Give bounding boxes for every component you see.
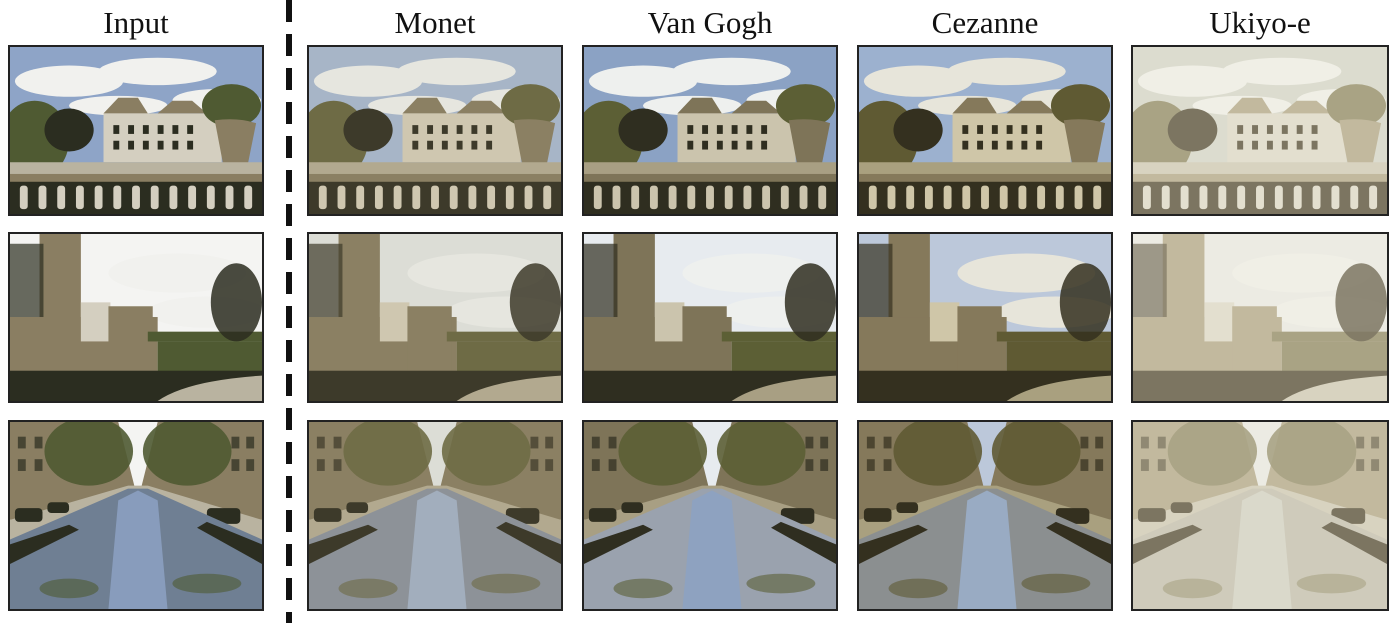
image-canal-street-cezanne-graphic — [859, 422, 1111, 609]
image-stone-ruins-monet-graphic — [309, 234, 561, 401]
image-canal-street-input-graphic — [10, 422, 262, 609]
image-canal-street-vangogh-graphic — [584, 422, 836, 609]
image-stone-ruins-cezanne — [857, 232, 1113, 403]
image-palace-garden-ukiyoe — [1131, 45, 1389, 216]
image-canal-street-monet — [307, 420, 563, 611]
image-stone-ruins-vangogh-graphic — [584, 234, 836, 401]
image-canal-street-ukiyoe-graphic — [1133, 422, 1387, 609]
column-title-monet: Monet — [394, 5, 476, 40]
image-canal-street-vangogh — [582, 420, 838, 611]
image-canal-street-cezanne — [857, 420, 1113, 611]
image-palace-garden-input — [8, 45, 264, 216]
image-palace-garden-monet — [307, 45, 563, 216]
image-palace-garden-cezanne — [857, 45, 1113, 216]
dashed-divider — [286, 0, 292, 623]
image-palace-garden-cezanne-graphic — [859, 47, 1111, 214]
image-canal-street-monet-graphic — [309, 422, 561, 609]
image-stone-ruins-ukiyoe-graphic — [1133, 234, 1387, 401]
image-stone-ruins-input — [8, 232, 264, 403]
column-title-vangogh: Van Gogh — [647, 5, 773, 40]
image-stone-ruins-ukiyoe — [1131, 232, 1389, 403]
image-palace-garden-monet-graphic — [309, 47, 561, 214]
image-stone-ruins-vangogh — [582, 232, 838, 403]
column-title-input: Input — [103, 5, 169, 40]
image-stone-ruins-cezanne-graphic — [859, 234, 1111, 401]
column-title-ukiyoe: Ukiyo-e — [1209, 5, 1311, 40]
image-canal-street-ukiyoe — [1131, 420, 1389, 611]
image-palace-garden-vangogh-graphic — [584, 47, 836, 214]
image-stone-ruins-monet — [307, 232, 563, 403]
image-palace-garden-input-graphic — [10, 47, 262, 214]
image-canal-street-input — [8, 420, 264, 611]
image-palace-garden-vangogh — [582, 45, 838, 216]
image-palace-garden-ukiyoe-graphic — [1133, 47, 1387, 214]
image-stone-ruins-input-graphic — [10, 234, 262, 401]
column-title-cezanne: Cezanne — [931, 5, 1039, 40]
